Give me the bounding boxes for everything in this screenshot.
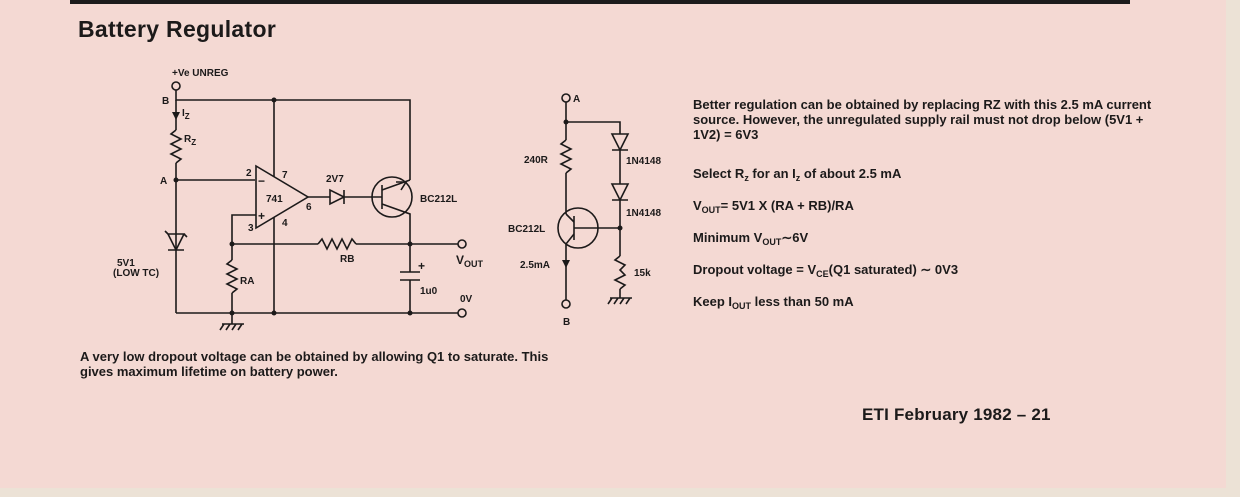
figure-caption: A very low dropout voltage can be obtain…: [80, 349, 549, 379]
diode-1n4148-a: [610, 133, 630, 152]
r240-label: 240R: [524, 155, 549, 166]
junction-dot-r240: [563, 119, 569, 125]
ra-resistor: [225, 259, 239, 294]
top-rail-wire: [175, 90, 411, 180]
q1-arrow: [396, 181, 408, 191]
bc212l-label: BC212L: [508, 224, 545, 235]
opamp-minus: −: [258, 174, 265, 188]
iz-arrow: [172, 112, 180, 120]
page-edge-bottom: [0, 488, 1240, 497]
ground-symbol-right: [607, 297, 632, 305]
zener-note: (LOW TC): [113, 268, 159, 279]
current-arrow: [562, 260, 570, 268]
opamp-plus: +: [258, 209, 265, 223]
notes-paragraph: Better regulation can be obtained by rep…: [693, 97, 1152, 142]
page-footer: ETI February 1982 – 21: [862, 405, 1051, 424]
rz-label: RZ: [184, 134, 196, 147]
page-edge-right: [1226, 0, 1240, 497]
junction-dot-fb: [229, 241, 235, 247]
ground-symbol: [219, 313, 244, 331]
zener-diode: [164, 230, 188, 252]
diode2-label: 1N4148: [626, 208, 661, 219]
diode-1n4148-b: [610, 183, 630, 202]
vout-terminal: [457, 239, 467, 249]
vout-label: VOUT: [456, 253, 484, 269]
pin6-label: 6: [306, 202, 312, 213]
transistor-label: BC212L: [420, 194, 457, 205]
pin2-label: 2: [246, 168, 252, 179]
pin7-label: 7: [282, 170, 288, 181]
opamp-label: 741: [266, 194, 283, 205]
notes-column: Better regulation can be obtained by rep…: [693, 97, 1163, 323]
junction-dot-gnd3: [407, 310, 413, 316]
cap-plus-label: +: [418, 259, 425, 273]
junction-dot-vout: [407, 241, 413, 247]
supply-terminal: [171, 81, 181, 91]
junction-dot-top: [271, 97, 277, 103]
rb-resistor: [317, 237, 357, 251]
pin3-wire: [231, 214, 256, 244]
right-node-a-label: A: [573, 94, 580, 105]
iz-label: IZ: [182, 108, 190, 121]
opamp-triangle: [255, 164, 310, 230]
transistor-bc212l: [557, 207, 599, 249]
diode-2v7-label: 2V7: [326, 174, 344, 185]
note-minimum-vout: Minimum VOUT∼6V: [693, 230, 809, 247]
zero-v-label: 0V: [460, 294, 473, 305]
right-node-b-label: B: [563, 317, 570, 328]
page-title: Battery Regulator: [78, 16, 277, 42]
r15k-resistor: [613, 255, 627, 290]
junction-dot-a: [173, 177, 179, 183]
zero-v-terminal: [457, 308, 467, 318]
node-a-terminal: [561, 93, 571, 103]
capacitor: [400, 271, 420, 281]
pin3-label: 3: [248, 223, 254, 234]
diode1-label: 1N4148: [626, 156, 661, 167]
pin4-label: 4: [282, 218, 288, 229]
rz-resistor: [169, 129, 183, 164]
note-select-rz: Select Rz for an Iz of about 2.5 mA: [693, 166, 902, 183]
junction-dot-gnd1: [229, 310, 235, 316]
top-rule: [70, 0, 1130, 4]
bc212l-collector: [565, 233, 575, 300]
bc212l-emitter: [565, 213, 575, 223]
junction-dot-gnd2: [271, 310, 277, 316]
note-vout-formula: VOUT= 5V1 X (RA + RB)/RA: [693, 198, 854, 215]
node-b-label: B: [162, 96, 169, 107]
rb-label: RB: [340, 254, 354, 265]
r240-resistor: [559, 139, 573, 174]
diode-2v7: [329, 188, 346, 206]
note-dropout-voltage: Dropout voltage = VCE(Q1 saturated) ∼ 0V…: [693, 262, 959, 279]
supply-label: +Ve UNREG: [172, 68, 229, 79]
node-a-wire-right: [565, 102, 621, 134]
junction-dot-base: [617, 225, 623, 231]
q1-base: [372, 185, 383, 209]
ra-label: RA: [240, 276, 254, 287]
node-b-terminal: [561, 299, 571, 309]
q1-collector: [381, 203, 411, 244]
node-a-label: A: [160, 176, 167, 187]
note-keep-iout: Keep IOUT less than 50 mA: [693, 294, 854, 311]
cap-label: 1u0: [420, 286, 438, 297]
current-label: 2.5mA: [520, 260, 550, 271]
r15k-label: 15k: [634, 268, 651, 279]
zener-label: 5V1: [117, 258, 135, 269]
